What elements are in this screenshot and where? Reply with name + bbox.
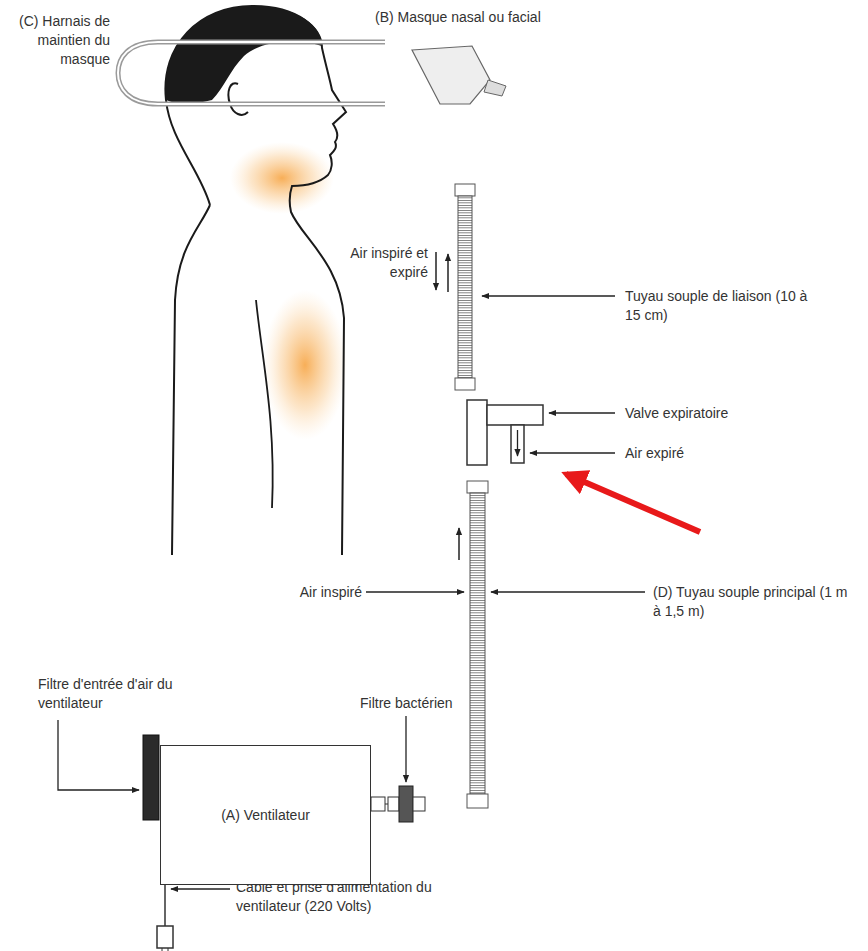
leader-line	[491, 591, 645, 592]
leader-line	[549, 412, 615, 413]
part-label: Air inspiré	[276, 583, 362, 602]
power-plug	[157, 926, 173, 948]
tube-cap	[455, 184, 475, 196]
harness-strap	[118, 42, 385, 104]
device-name: (A) Ventilateur	[221, 807, 310, 823]
plug-pin	[168, 948, 169, 951]
port-join	[385, 804, 388, 805]
exhaust-arrow	[517, 430, 518, 456]
part-label: Air inspiré et expiré	[340, 244, 428, 282]
valve-outlet	[511, 425, 524, 463]
chest-glow	[263, 290, 347, 440]
flow-arrow	[458, 528, 460, 560]
part-label: Filtre d'entrée d'air du ventilateur	[38, 675, 188, 713]
tube-cap	[455, 378, 475, 390]
filter-port	[388, 797, 399, 811]
leader-line	[58, 720, 139, 790]
part-label: Valve expiratoire	[625, 404, 815, 423]
neck-glow	[230, 142, 334, 214]
filter-port	[413, 797, 425, 811]
part-label: Filtre bactérien	[360, 694, 480, 713]
part-label: Air expiré	[625, 444, 775, 463]
leader-line	[482, 295, 615, 296]
leader-line	[405, 716, 406, 782]
air-inlet-filter	[143, 735, 159, 820]
mask-connector	[484, 80, 506, 96]
arm-outline	[256, 300, 273, 508]
mask	[412, 46, 490, 104]
valve-body	[467, 400, 487, 465]
device-box: (A) Ventilateur	[160, 745, 371, 885]
highlight-arrow	[566, 474, 700, 532]
part-label: (D) Tuyau souple principal (1 m à 1,5 m)	[653, 583, 853, 621]
leader-line	[530, 452, 615, 453]
connection-tube	[458, 196, 472, 378]
ear	[228, 83, 248, 115]
power-cable	[164, 885, 166, 926]
valve-arm	[487, 405, 543, 425]
harness-strap-inner	[118, 42, 385, 104]
part-label: (B) Masque nasal ou facial	[375, 8, 635, 27]
flow-arrow	[435, 252, 437, 290]
outlet-port	[371, 797, 385, 811]
back-outline	[172, 205, 210, 555]
part-label: Tuyau souple de liaison (10 à 15 cm)	[625, 287, 815, 325]
bacterial-filter	[399, 786, 413, 822]
head-profile	[165, 6, 346, 555]
main-tube	[470, 493, 485, 794]
leader-line	[366, 591, 464, 592]
tube-cap	[467, 794, 488, 808]
flow-arrow	[447, 254, 449, 292]
hair	[165, 6, 322, 104]
leader-line	[171, 888, 230, 889]
tube-cap	[467, 481, 488, 493]
part-label: (C) Harnais de maintien du masque	[14, 12, 110, 69]
plug-pin	[162, 948, 163, 951]
